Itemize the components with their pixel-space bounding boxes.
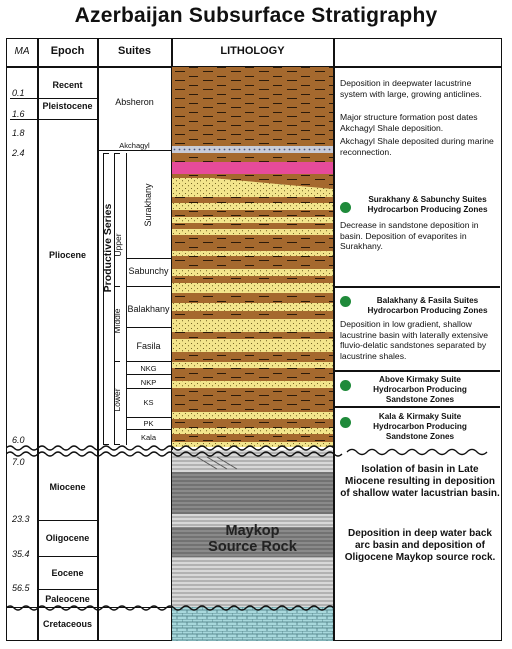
epoch-row-line bbox=[6, 607, 334, 608]
zone-balakhany-fasila: Balakhany & Fasila Suites Hydrocarbon Pr… bbox=[367, 296, 488, 315]
middle-label: Middle bbox=[112, 308, 122, 334]
productive-series-bracket bbox=[103, 153, 109, 445]
suite-kala: Kala bbox=[140, 433, 156, 442]
zone-marker-icon bbox=[340, 417, 351, 428]
epoch-row-line bbox=[10, 98, 97, 99]
cretaceous-unconformity-line bbox=[6, 605, 334, 611]
suite-line bbox=[126, 327, 171, 328]
ma-value: 7.0 bbox=[12, 457, 25, 467]
epoch-row-line bbox=[10, 119, 97, 120]
upper-bracket bbox=[114, 153, 120, 286]
epoch-paleocene: Paleocene bbox=[45, 594, 90, 604]
zone-marker-icon bbox=[340, 202, 351, 213]
suite-ks: KS bbox=[143, 398, 154, 407]
ma-value: 35.4 bbox=[12, 549, 30, 559]
zone-divider bbox=[334, 406, 500, 408]
col-divider-suites bbox=[171, 38, 173, 641]
header-ma: MA bbox=[14, 46, 30, 57]
zone-above-kirmaky: Above Kirmaky Suite Hydrocarbon Producin… bbox=[373, 375, 467, 404]
zone-marker-icon bbox=[340, 380, 351, 391]
suite-line bbox=[126, 286, 171, 287]
description-oligocene: Deposition in deep water back arc basin … bbox=[344, 528, 496, 563]
description-akchagyl: Akchagyl Shale deposited during marine r… bbox=[340, 136, 494, 157]
zone-divider bbox=[334, 286, 500, 288]
zone-marker-icon bbox=[340, 296, 351, 307]
description-upper: Decrease in sandstone deposition in basi… bbox=[340, 220, 479, 251]
epoch-pliocene: Pliocene bbox=[48, 250, 86, 260]
suite-line bbox=[98, 150, 171, 151]
description-absheron: Deposition in deepwater lacustrine syste… bbox=[340, 78, 482, 99]
lower-bracket bbox=[114, 361, 120, 445]
ma-value: 23.3 bbox=[12, 514, 30, 524]
maykop-label-line2: Source Rock bbox=[208, 539, 297, 555]
ma-value: 56.5 bbox=[12, 583, 30, 593]
col-divider-epoch bbox=[97, 38, 99, 641]
epoch-pleistocene: Pleistocene bbox=[42, 101, 93, 111]
zone-kala-kirmaky: Kala & Kirmaky Suite Hydrocarbon Produci… bbox=[373, 412, 467, 441]
epoch-row-line bbox=[38, 556, 97, 557]
epoch-row-line bbox=[38, 520, 97, 521]
description-miocene: Isolation of basin in Late Miocene resul… bbox=[340, 464, 500, 499]
header-epoch: Epoch bbox=[50, 45, 85, 57]
header-divider bbox=[6, 66, 502, 68]
suite-surakhany: Surakhany bbox=[143, 183, 153, 227]
page-title: Azerbaijan Subsurface Stratigraphy bbox=[74, 4, 438, 27]
header-suites: Suites bbox=[117, 45, 151, 57]
ma-value: 1.8 bbox=[12, 128, 25, 138]
suite-sabunchy: Sabunchy bbox=[128, 266, 169, 276]
ma-value: 6.0 bbox=[12, 435, 25, 445]
suite-line bbox=[126, 374, 171, 375]
header-lithology: LITHOLOGY bbox=[220, 45, 285, 57]
suite-line bbox=[126, 361, 171, 362]
epoch-row-line bbox=[38, 589, 97, 590]
suite-nkp: NKP bbox=[140, 378, 157, 387]
epoch-recent: Recent bbox=[52, 80, 83, 90]
lower-label: Lower bbox=[112, 388, 122, 412]
suite-line bbox=[126, 429, 171, 430]
epoch-cretaceous: Cretaceous bbox=[42, 619, 93, 629]
suite-akchagyl: Akchagyl bbox=[119, 141, 150, 150]
upper-label: Upper bbox=[113, 233, 123, 257]
ma-value: 2.4 bbox=[12, 148, 25, 158]
zone-surakhany-sabunchy: Surakhany & Sabunchy Suites Hydrocarbon … bbox=[367, 195, 488, 214]
suite-line bbox=[126, 258, 171, 259]
suite-pk: PK bbox=[143, 419, 154, 428]
suite-absheron: Absheron bbox=[115, 97, 154, 107]
suite-line bbox=[126, 388, 171, 389]
middle-bracket bbox=[114, 286, 120, 361]
maykop-label-line1: Maykop bbox=[225, 523, 280, 539]
ma-value: 0.1 bbox=[12, 88, 25, 98]
description-middle: Deposition in low gradient, shallow lacu… bbox=[340, 319, 489, 361]
zone-divider bbox=[334, 370, 500, 372]
epoch-miocene: Miocene bbox=[49, 482, 86, 492]
suite-line bbox=[126, 417, 171, 418]
col-divider-ma bbox=[37, 38, 39, 641]
epoch-oligocene: Oligocene bbox=[45, 533, 90, 543]
ma-value: 1.6 bbox=[12, 109, 25, 119]
suite-fasila: Fasila bbox=[136, 341, 161, 351]
col-divider-lithology bbox=[333, 38, 335, 641]
unconformity-line bbox=[6, 445, 488, 457]
maykop-source-rock-label: Maykop Source Rock bbox=[172, 523, 333, 555]
suite-sub-divider bbox=[126, 153, 127, 445]
epoch-eocene: Eocene bbox=[51, 568, 84, 578]
suite-balakhany: Balakhany bbox=[127, 304, 170, 314]
description-structure: Major structure formation post dates Akc… bbox=[340, 112, 478, 133]
suite-nkg: NKG bbox=[140, 364, 157, 373]
